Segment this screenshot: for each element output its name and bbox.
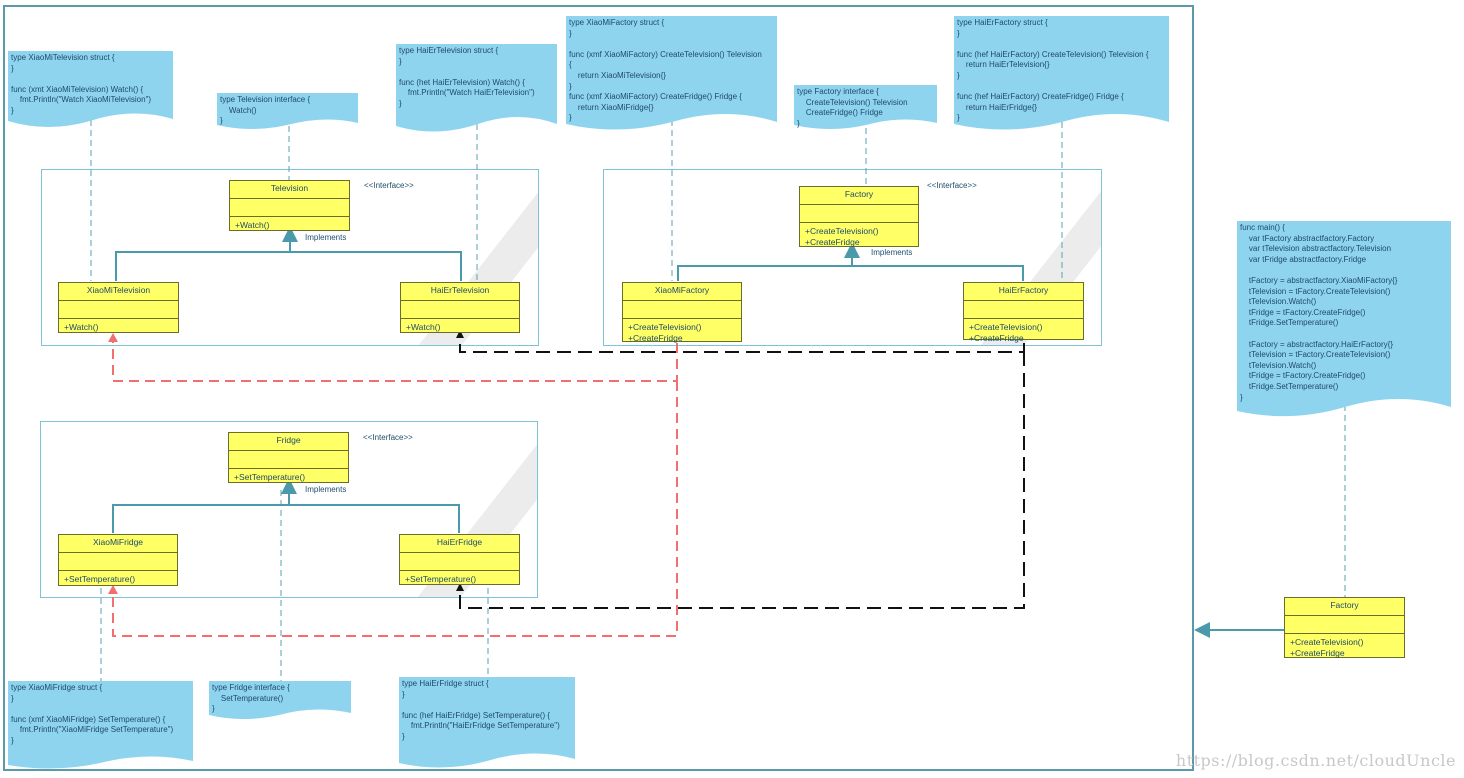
note-haier-factory[interactable]: type HaiErFactory struct { } func (hef H…	[954, 16, 1169, 134]
note-text: type XiaoMiFridge struct { } func (xmf X…	[11, 683, 174, 745]
impl-tree-fridge	[112, 504, 460, 533]
class-name: Fridge	[229, 433, 348, 451]
implements-label-television: Implements	[305, 233, 347, 242]
note-text: type Television interface { Watch() }	[220, 95, 311, 126]
create-link-xiaomi-fridge	[112, 381, 678, 637]
create-link-haier-tv	[459, 337, 1025, 353]
note-text: type XiaoMiFactory struct { } func (xmf …	[569, 18, 762, 123]
impl-tree-television	[115, 251, 462, 281]
note-text: type Fridge interface { SetTemperature()…	[212, 683, 290, 714]
class-name: Television	[230, 181, 349, 199]
class-attributes	[623, 301, 741, 319]
class-operation: +SetTemperature()	[234, 472, 306, 482]
class-xiaomi-fridge[interactable]: XiaoMiFridge +SetTemperature()	[58, 534, 178, 586]
class-operation: +CreateFridge	[628, 333, 683, 343]
note-text: type HaiErTelevision struct { } func (he…	[399, 46, 535, 108]
class-operation: +CreateTelevision()	[628, 322, 702, 332]
note-xiaomi-television[interactable]: type XiaoMiTelevision struct { } func (x…	[8, 51, 173, 127]
class-haier-television[interactable]: HaiErTelevision +Watch()	[400, 282, 520, 333]
impl-tree-factory	[677, 265, 1024, 281]
class-name: HaiErTelevision	[401, 283, 519, 301]
note-text: type HaiErFridge struct { } func (hef Ha…	[402, 679, 560, 741]
note-main[interactable]: func main() { var tFactory abstractfacto…	[1237, 221, 1451, 421]
implements-label-factory: Implements	[871, 248, 913, 257]
class-name: HaiErFridge	[400, 535, 519, 553]
note-text: type Factory interface { CreateTelevisio…	[797, 87, 908, 128]
class-client-factory[interactable]: Factory +CreateTelevision() +CreateFridg…	[1284, 597, 1405, 658]
class-haier-factory[interactable]: HaiErFactory +CreateTelevision() +Create…	[963, 282, 1084, 343]
class-operation: +SetTemperature()	[64, 574, 136, 584]
note-text: type XiaoMiTelevision struct { } func (x…	[11, 53, 152, 115]
class-operation: +Watch()	[64, 322, 99, 332]
class-name: XiaoMiFridge	[59, 535, 177, 553]
class-attributes	[964, 301, 1083, 319]
create-link-xiaomi-tv	[112, 338, 678, 382]
note-factory-interface[interactable]: type Factory interface { CreateTelevisio…	[794, 85, 937, 129]
note-television-interface[interactable]: type Television interface { Watch() }	[217, 93, 358, 129]
system-boundary	[3, 5, 1194, 771]
stereotype-factory: <<Interface>>	[927, 181, 977, 190]
watermark: https://blog.csdn.net/cloudUncle	[1175, 751, 1456, 770]
class-name: XiaoMiFactory	[623, 283, 741, 301]
class-operation: +CreateFridge	[805, 237, 860, 247]
note-haier-fridge[interactable]: type HaiErFridge struct { } func (hef Ha…	[399, 677, 575, 769]
class-attributes	[1285, 616, 1404, 634]
class-attributes	[400, 553, 519, 571]
note-xiaomi-fridge[interactable]: type XiaoMiFridge struct { } func (xmf X…	[8, 681, 193, 769]
note-text: type HaiErFactory struct { } func (hef H…	[957, 18, 1149, 123]
class-operation: +Watch()	[406, 322, 441, 332]
note-fridge-interface[interactable]: type Fridge interface { SetTemperature()…	[209, 681, 351, 719]
create-link-haier-fridge	[459, 352, 1025, 609]
class-operation: +CreateTelevision()	[1290, 637, 1364, 647]
note-text: func main() { var tFactory abstractfacto…	[1240, 223, 1398, 402]
class-operation: +CreateFridge	[969, 333, 1024, 343]
class-haier-fridge[interactable]: HaiErFridge +SetTemperature()	[399, 534, 520, 585]
class-name: Factory	[1285, 598, 1404, 616]
class-xiaomi-television[interactable]: XiaoMiTelevision +Watch()	[58, 282, 179, 333]
class-operation: +CreateFridge	[1290, 648, 1345, 658]
class-name: Factory	[800, 187, 918, 205]
class-fridge[interactable]: Fridge +SetTemperature()	[228, 432, 349, 483]
class-name: HaiErFactory	[964, 283, 1083, 301]
class-attributes	[229, 451, 348, 469]
class-operation: +CreateTelevision()	[805, 226, 879, 236]
implements-label-fridge: Implements	[305, 485, 347, 494]
stereotype-television: <<Interface>>	[364, 181, 414, 190]
class-attributes	[230, 199, 349, 217]
note-haier-television[interactable]: type HaiErTelevision struct { } func (he…	[396, 44, 557, 136]
class-attributes	[800, 205, 918, 223]
note-xiaomi-factory[interactable]: type XiaoMiFactory struct { } func (xmf …	[566, 16, 777, 134]
class-attributes	[59, 301, 178, 319]
class-name: XiaoMiTelevision	[59, 283, 178, 301]
class-operation: +CreateTelevision()	[969, 322, 1043, 332]
class-television[interactable]: Television +Watch()	[229, 180, 350, 231]
stereotype-fridge: <<Interface>>	[363, 433, 413, 442]
class-attributes	[59, 553, 177, 571]
class-xiaomi-factory[interactable]: XiaoMiFactory +CreateTelevision() +Creat…	[622, 282, 742, 343]
class-operation: +Watch()	[235, 220, 270, 230]
class-attributes	[401, 301, 519, 319]
class-operation: +SetTemperature()	[405, 574, 477, 584]
class-factory-interface[interactable]: Factory +CreateTelevision() +CreateFridg…	[799, 186, 919, 247]
